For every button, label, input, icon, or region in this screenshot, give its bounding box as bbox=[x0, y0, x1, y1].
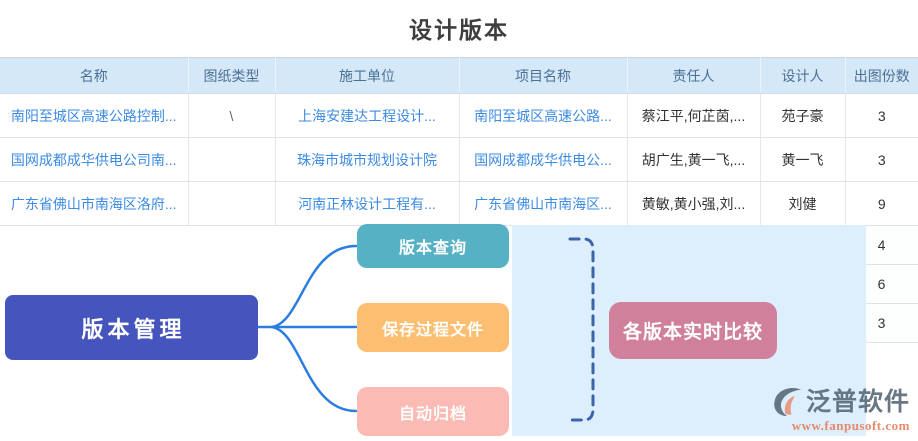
cell-drawing-type: \ bbox=[188, 93, 276, 138]
cell-copies: 9 bbox=[845, 181, 918, 226]
table-row: 国网成都成华供电公司南... 珠海市城市规划设计院 国网成都成华供电公... 胡… bbox=[0, 137, 918, 182]
cell-project-name-link[interactable]: 广东省佛山市南海区... bbox=[459, 181, 628, 226]
cell-name-link[interactable]: 广东省佛山市南海区洛府... bbox=[0, 181, 189, 226]
fanpu-logo-icon bbox=[774, 387, 802, 417]
cell-drawing-type bbox=[188, 225, 275, 265]
cell-designer: 刘健 bbox=[760, 181, 846, 226]
cell-name-link[interactable]: 南阳至城区高速公路控制... bbox=[0, 93, 189, 138]
cell-construction-unit bbox=[275, 264, 459, 304]
watermark-brand: 泛普软件 bbox=[805, 387, 910, 416]
cell-drawing-type bbox=[188, 137, 276, 182]
diagram-node-version-query: 版本查询 bbox=[357, 224, 509, 268]
cell-name-link[interactable]: 国网成都成华供电公司南... bbox=[0, 137, 189, 182]
cell-responsible: 蔡江平,何芷茵,... bbox=[627, 93, 761, 138]
cell-drawing-type bbox=[188, 181, 276, 226]
column-header-responsible: 责任人 bbox=[627, 57, 761, 94]
cell-name bbox=[0, 225, 188, 265]
diagram-node-version-management: 版本管理 bbox=[5, 295, 258, 360]
table-row: 广东省佛山市南海区洛府... 河南正林设计工程有... 广东省佛山市南海区...… bbox=[0, 181, 918, 226]
cell-construction-unit-link[interactable]: 河南正林设计工程有... bbox=[275, 181, 460, 226]
column-header-drawing-type: 图纸类型 bbox=[188, 57, 276, 94]
column-header-project-name: 项目名称 bbox=[459, 57, 628, 94]
cell-copies: 3 bbox=[845, 93, 918, 138]
cell-construction-unit-link[interactable]: 上海安建达工程设计... bbox=[275, 93, 460, 138]
cell-construction-unit-link[interactable]: 珠海市城市规划设计院 bbox=[275, 137, 460, 182]
cell-copies: 3 bbox=[845, 137, 918, 182]
diagram-node-auto-archive: 自动归档 bbox=[357, 387, 509, 436]
cell-responsible: 黄敏,黄小强,刘... bbox=[627, 181, 761, 226]
watermark-url: www.fanpusoft.com bbox=[791, 418, 910, 433]
page-title: 设计版本 bbox=[409, 17, 509, 43]
column-header-copies: 出图份数 bbox=[845, 57, 918, 94]
diagram-node-save-process-files: 保存过程文件 bbox=[357, 303, 509, 352]
watermark: 泛普软件 www.fanpusoft.com bbox=[772, 387, 910, 434]
cell-designer: 黄一飞 bbox=[760, 137, 846, 182]
table-row: 南阳至城区高速公路控制... \ 上海安建达工程设计... 南阳至城区高速公路.… bbox=[0, 93, 918, 138]
diagram-node-realtime-compare: 各版本实时比较 bbox=[609, 302, 777, 359]
cell-project-name-link[interactable]: 南阳至城区高速公路... bbox=[459, 93, 628, 138]
column-header-name: 名称 bbox=[0, 57, 189, 94]
column-header-construction-unit: 施工单位 bbox=[275, 57, 460, 94]
column-header-designer: 设计人 bbox=[760, 57, 846, 94]
cell-project-name-link[interactable]: 国网成都成华供电公... bbox=[459, 137, 628, 182]
cell-designer: 苑子豪 bbox=[760, 93, 846, 138]
cell-responsible: 胡广生,黄一飞,... bbox=[627, 137, 761, 182]
table-header-row: 名称 图纸类型 施工单位 项目名称 责任人 设计人 出图份数 bbox=[0, 57, 918, 94]
